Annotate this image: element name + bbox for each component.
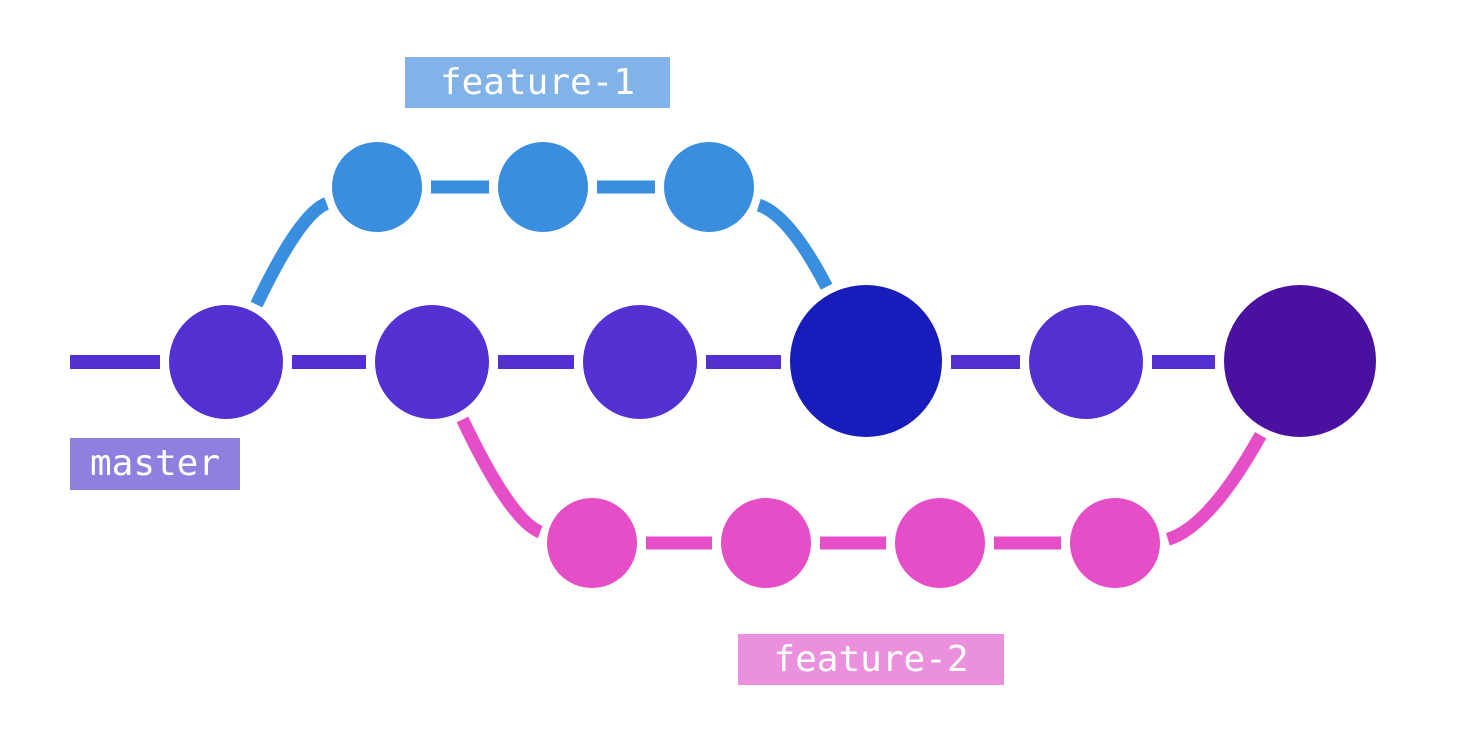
master-commit-4 bbox=[790, 285, 942, 437]
feature-2-commit-4 bbox=[1070, 498, 1160, 588]
master-commit-1 bbox=[169, 305, 283, 419]
link-branch-out-down bbox=[456, 416, 544, 539]
master-commit-2 bbox=[375, 305, 489, 419]
branch-label-feature-2: feature-2 bbox=[738, 634, 1004, 685]
branch-label-master: master bbox=[70, 438, 240, 490]
feature-1-commit-2 bbox=[498, 142, 588, 232]
feature-2-commit-3 bbox=[895, 498, 985, 588]
feature-1-commit-3 bbox=[664, 142, 754, 232]
link-branch-out-up bbox=[250, 197, 330, 308]
branch-label-feature-1: feature-1 bbox=[405, 57, 670, 108]
master-commit-3 bbox=[583, 305, 697, 419]
link-merge-down bbox=[756, 198, 833, 290]
feature-1-commit-1 bbox=[332, 142, 422, 232]
master-commit-6 bbox=[1224, 285, 1376, 437]
feature-2-commit-2 bbox=[721, 498, 811, 588]
master-commit-5 bbox=[1029, 305, 1143, 419]
link-merge-up bbox=[1165, 432, 1267, 546]
feature-2-commit-1 bbox=[547, 498, 637, 588]
